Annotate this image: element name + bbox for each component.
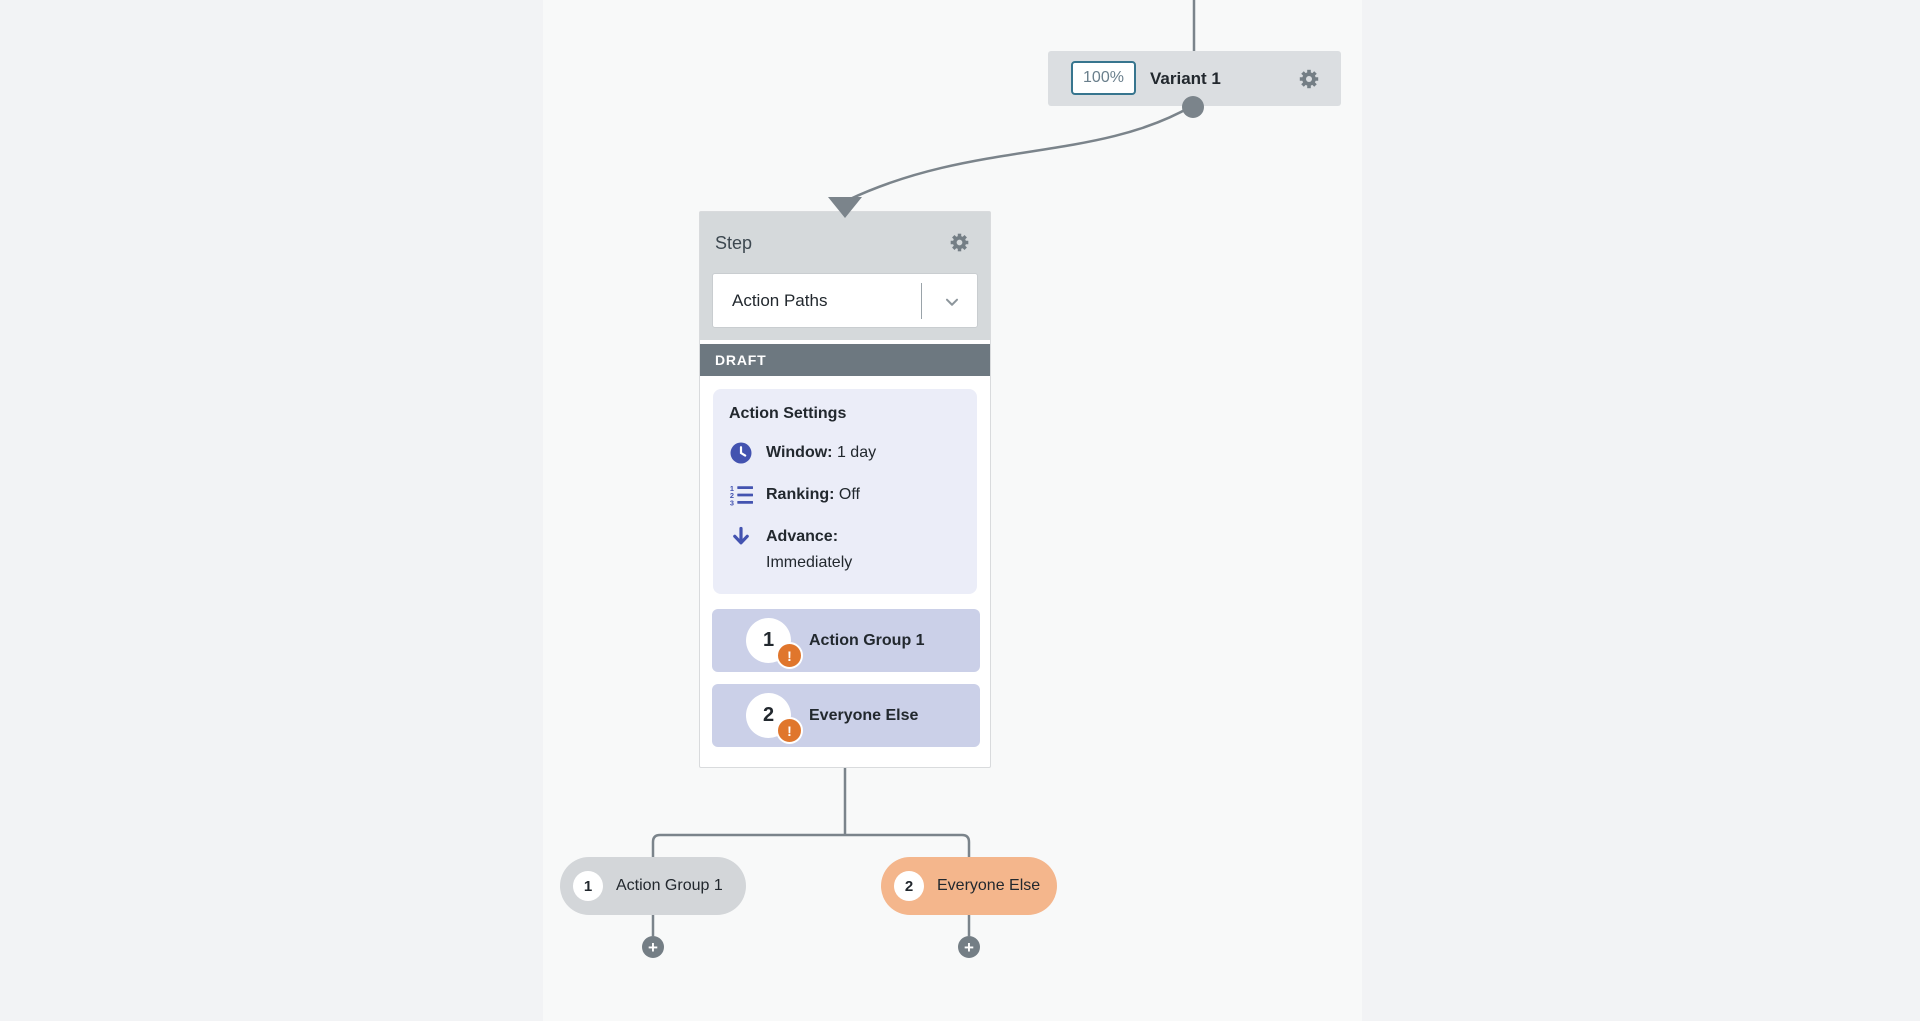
action-settings-title: Action Settings	[729, 405, 847, 422]
group-label: Everyone Else	[809, 706, 919, 724]
setting-row-window: Window: 1 day	[729, 440, 963, 466]
path-label: Everyone Else	[937, 877, 1041, 894]
action-group-row-1[interactable]: 1 ! Action Group 1	[712, 609, 980, 672]
step-settings-button[interactable]	[948, 231, 971, 254]
plus-icon: +	[964, 937, 974, 957]
step-type-dropdown[interactable]: Action Paths	[712, 273, 978, 328]
ranked-list-icon: 1 2 3	[729, 483, 753, 507]
setting-text: Ranking: Off	[766, 486, 860, 503]
path-label: Action Group 1	[616, 877, 723, 894]
svg-text:2: 2	[730, 491, 734, 500]
action-group-row-2[interactable]: 2 ! Everyone Else	[712, 684, 980, 747]
setting-text: Advance:Immediately	[766, 528, 853, 571]
step-node-card[interactable]: Step Action Paths	[699, 211, 991, 768]
warning-icon: !	[776, 642, 803, 669]
svg-text:3: 3	[730, 499, 734, 507]
group-number-badge: 1 !	[746, 618, 803, 669]
action-settings-panel: Action Settings Window: 1 day 1 2 3	[713, 389, 977, 594]
dropdown-divider	[921, 283, 922, 319]
gear-icon	[1299, 69, 1319, 89]
path-number-badge: 2	[894, 871, 924, 901]
step-card-header: Step Action Paths	[700, 212, 990, 340]
group-number-badge: 2 !	[746, 693, 803, 744]
setting-row-advance: Advance:Immediately	[729, 524, 963, 576]
variant-node[interactable]: 100% Variant 1	[1048, 51, 1341, 106]
arrow-down-icon	[729, 525, 753, 549]
plus-icon: +	[648, 937, 658, 957]
step-type-value: Action Paths	[732, 290, 828, 310]
warning-icon: !	[776, 717, 803, 744]
path-number-badge: 1	[573, 871, 603, 901]
step-title: Step	[715, 233, 753, 253]
variant-allocation-input[interactable]: 100%	[1071, 61, 1136, 95]
variant-label: Variant 1	[1150, 68, 1221, 88]
svg-text:1: 1	[730, 484, 734, 493]
status-badge: DRAFT	[700, 344, 990, 376]
path-pill-everyone-else[interactable]: 2 Everyone Else	[881, 857, 1057, 915]
clock-icon	[729, 441, 753, 465]
chevron-down-icon	[945, 298, 959, 306]
group-label: Action Group 1	[809, 631, 925, 649]
gear-icon	[950, 233, 969, 252]
add-step-button-left[interactable]: +	[642, 936, 664, 958]
setting-row-ranking: 1 2 3 Ranking: Off	[729, 482, 963, 508]
variant-settings-button[interactable]	[1297, 67, 1321, 91]
path-pill-action-group-1[interactable]: 1 Action Group 1	[560, 857, 746, 915]
setting-text: Window: 1 day	[766, 444, 877, 461]
add-step-button-right[interactable]: +	[958, 936, 980, 958]
